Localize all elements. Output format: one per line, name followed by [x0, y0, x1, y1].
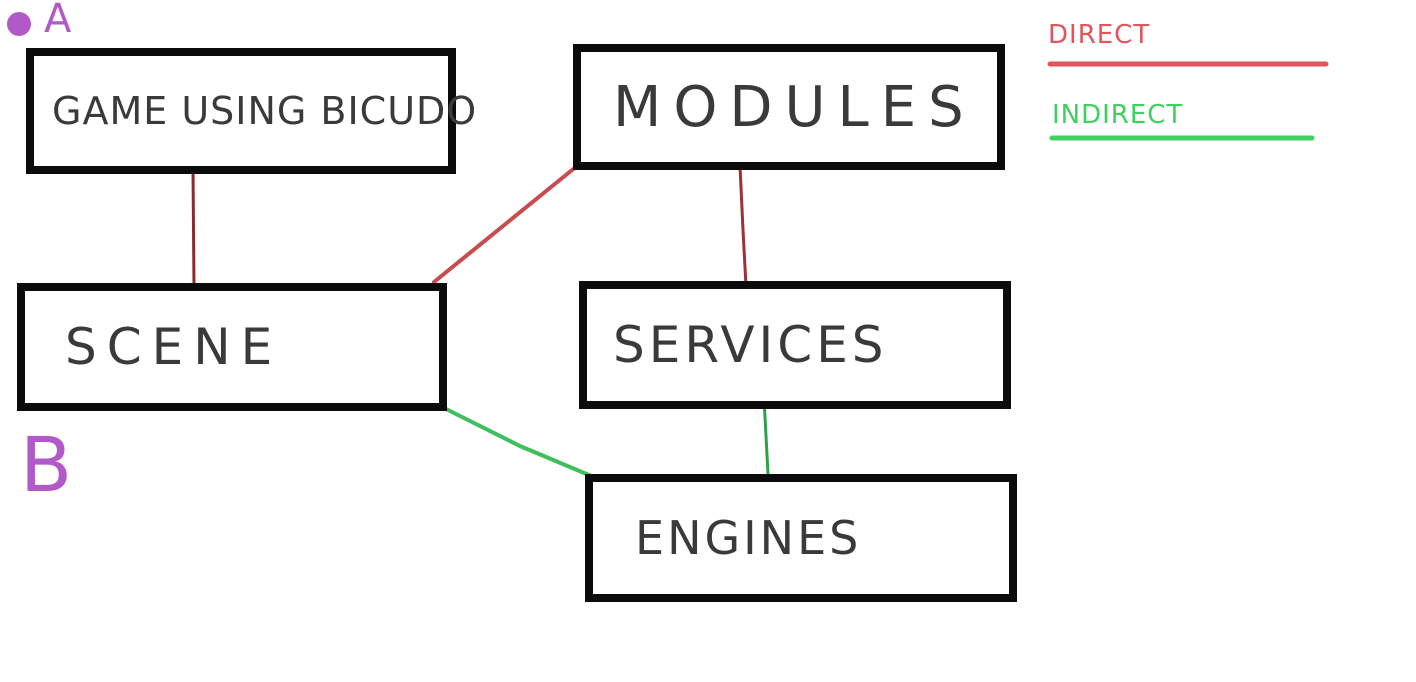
node-engines: ENGINES [585, 474, 1017, 602]
edge-services-engines [762, 396, 770, 476]
marker-b-label: B [20, 420, 73, 509]
legend-indirect-label: INDIRECT [1052, 100, 1184, 130]
node-game-label: GAME USING BICUDO [52, 89, 478, 133]
marker-a-label: A [44, 0, 72, 42]
edge-game-scene [191, 168, 196, 289]
edge-scene-engines [442, 406, 598, 480]
node-engines-label: ENGINES [635, 511, 862, 565]
node-scene: SCENE [17, 283, 447, 411]
node-scene-label: SCENE [65, 318, 283, 376]
node-game: GAME USING BICUDO [26, 48, 476, 174]
node-modules: MODULES [573, 44, 1005, 170]
node-services-label: SERVICES [613, 316, 888, 374]
legend-direct-label: DIRECT [1048, 20, 1151, 50]
edge-modules-services [738, 164, 748, 288]
node-modules-label: MODULES [613, 74, 976, 140]
marker-a-dot [7, 12, 31, 36]
edge-modules-scene [432, 164, 579, 284]
node-services: SERVICES [579, 281, 1011, 409]
